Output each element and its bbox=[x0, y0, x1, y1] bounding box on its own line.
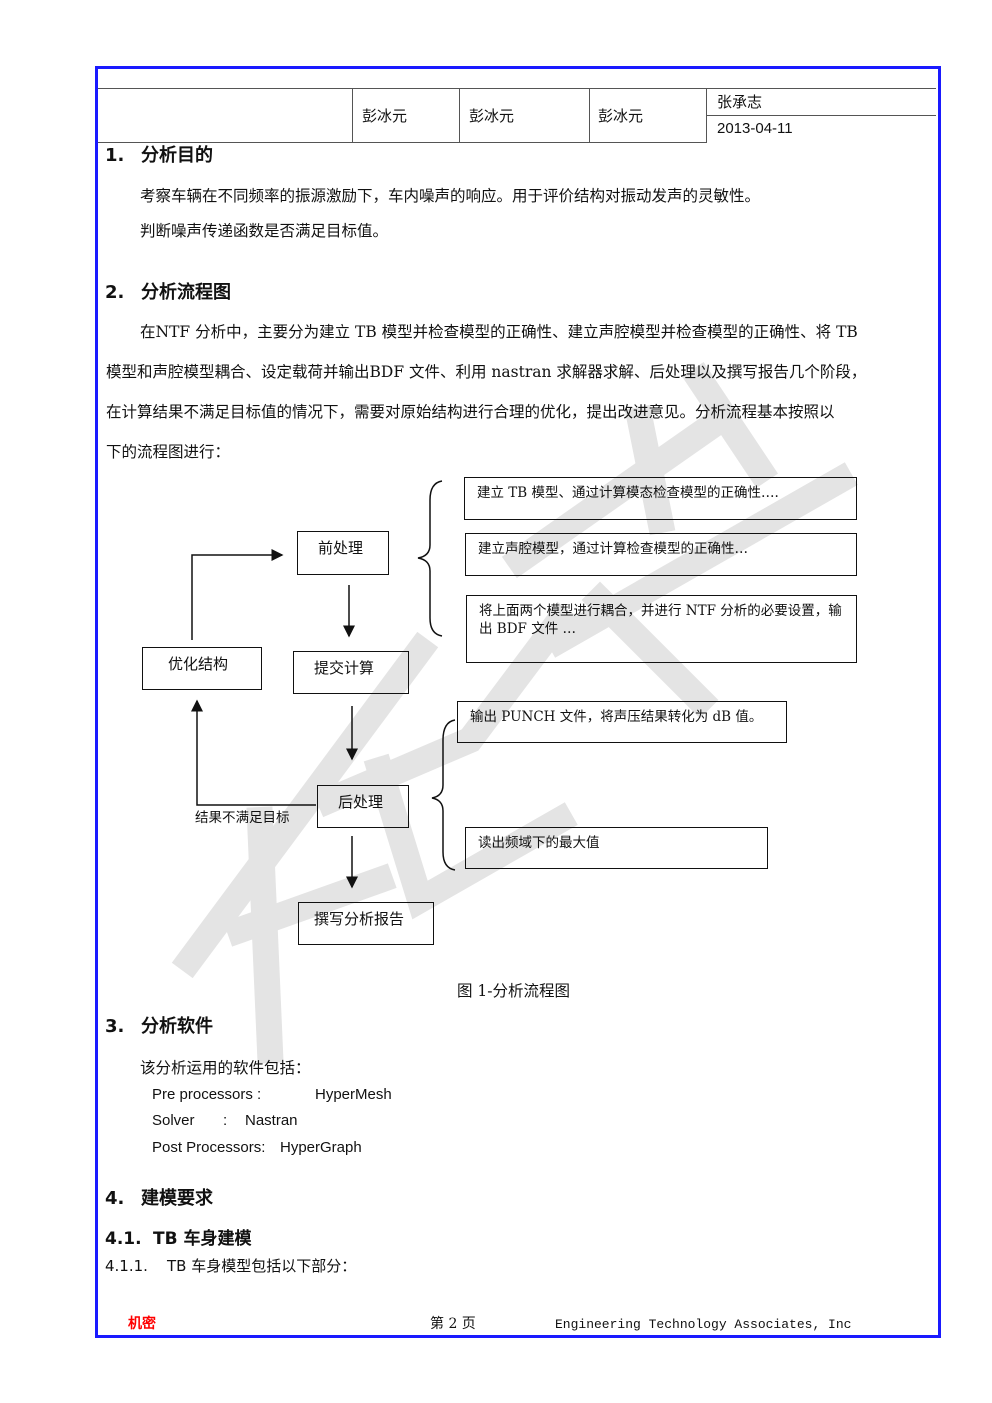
subsection-heading: 4.1.TB 车身建模 bbox=[105, 1229, 252, 1249]
flow-note: 将上面两个模型进行耦合，并进行 NTF 分析的必要设置，输出 BDF 文件 … bbox=[466, 595, 857, 663]
software-separator: : bbox=[223, 1112, 228, 1129]
table-line bbox=[352, 88, 353, 143]
section-heading-1: 1.分析目的 bbox=[105, 145, 213, 166]
page-frame bbox=[95, 66, 941, 1338]
flow-node-postprocess: 后处理 bbox=[317, 785, 409, 828]
paragraph: 在计算结果不满足目标值的情况下，需要对原始结构进行合理的优化，提出改进意见。分析… bbox=[106, 403, 835, 421]
flow-note: 输出 PUNCH 文件，将声压结果转化为 dB 值。 bbox=[457, 701, 787, 743]
confidential-label: 机密 bbox=[128, 1316, 156, 1332]
software-key: Pre processors : bbox=[152, 1086, 262, 1103]
fail-label: 结果不满足目标 bbox=[195, 810, 290, 826]
table-line bbox=[706, 88, 707, 143]
table-line bbox=[98, 88, 936, 89]
paragraph: 判断噪声传递函数是否满足目标值。 bbox=[140, 222, 389, 240]
flow-note: 建立声腔模型，通过计算检查模型的正确性… bbox=[465, 533, 857, 576]
company-name: Engineering Technology Associates, Inc bbox=[555, 1317, 852, 1332]
flow-node-preprocess: 前处理 bbox=[297, 531, 389, 575]
software-value: HyperMesh bbox=[315, 1086, 392, 1103]
brace-pre bbox=[417, 480, 443, 637]
flow-node-optimize: 优化结构 bbox=[142, 647, 262, 690]
approver-cell: 张承志 bbox=[717, 93, 763, 111]
table-line bbox=[589, 88, 590, 143]
paragraph: 在NTF 分析中，主要分为建立 TB 模型并检查模型的正确性、建立声腔模型并检查… bbox=[140, 323, 858, 341]
arrow-optimize-to-pre bbox=[191, 549, 284, 640]
signer-cell: 彭冰元 bbox=[598, 107, 644, 125]
table-line bbox=[459, 88, 460, 143]
section-heading-4: 4.建模要求 bbox=[105, 1188, 213, 1209]
paragraph: 考察车辆在不同频率的振源激励下，车内噪声的响应。用于评价结构对振动发声的灵敏性。 bbox=[140, 187, 761, 205]
brace-post bbox=[431, 719, 456, 871]
arrow-post-to-optimize bbox=[191, 699, 316, 806]
subsubsection-heading: 4.1.1. TB 车身模型包括以下部分： bbox=[105, 1257, 357, 1275]
flow-note: 建立 TB 模型、通过计算模态检查模型的正确性…. bbox=[464, 477, 857, 520]
flow-note: 读出频域下的最大值 bbox=[465, 827, 768, 869]
table-line bbox=[706, 115, 936, 116]
flow-node-submit: 提交计算 bbox=[293, 651, 409, 694]
table-line bbox=[98, 142, 706, 143]
software-key: Solver bbox=[152, 1112, 195, 1129]
page-number: 第 2 页 bbox=[430, 1316, 476, 1332]
software-value: Nastran bbox=[245, 1112, 298, 1129]
section-heading-2: 2.分析流程图 bbox=[105, 282, 231, 303]
software-key: Post Processors: bbox=[152, 1139, 266, 1156]
signer-cell: 彭冰元 bbox=[469, 107, 515, 125]
signer-cell: 彭冰元 bbox=[362, 107, 408, 125]
date-cell: 2013-04-11 bbox=[717, 120, 793, 137]
paragraph: 模型和声腔模型耦合、设定载荷并输出BDF 文件、利用 nastran 求解器求解… bbox=[106, 363, 867, 381]
section-heading-3: 3.分析软件 bbox=[105, 1016, 213, 1037]
paragraph: 下的流程图进行： bbox=[106, 443, 231, 461]
software-intro: 该分析运用的软件包括： bbox=[140, 1059, 311, 1077]
figure-caption: 图 1-分析流程图 bbox=[457, 982, 571, 1000]
flow-node-report: 撰写分析报告 bbox=[298, 902, 434, 945]
software-value: HyperGraph bbox=[280, 1139, 362, 1156]
